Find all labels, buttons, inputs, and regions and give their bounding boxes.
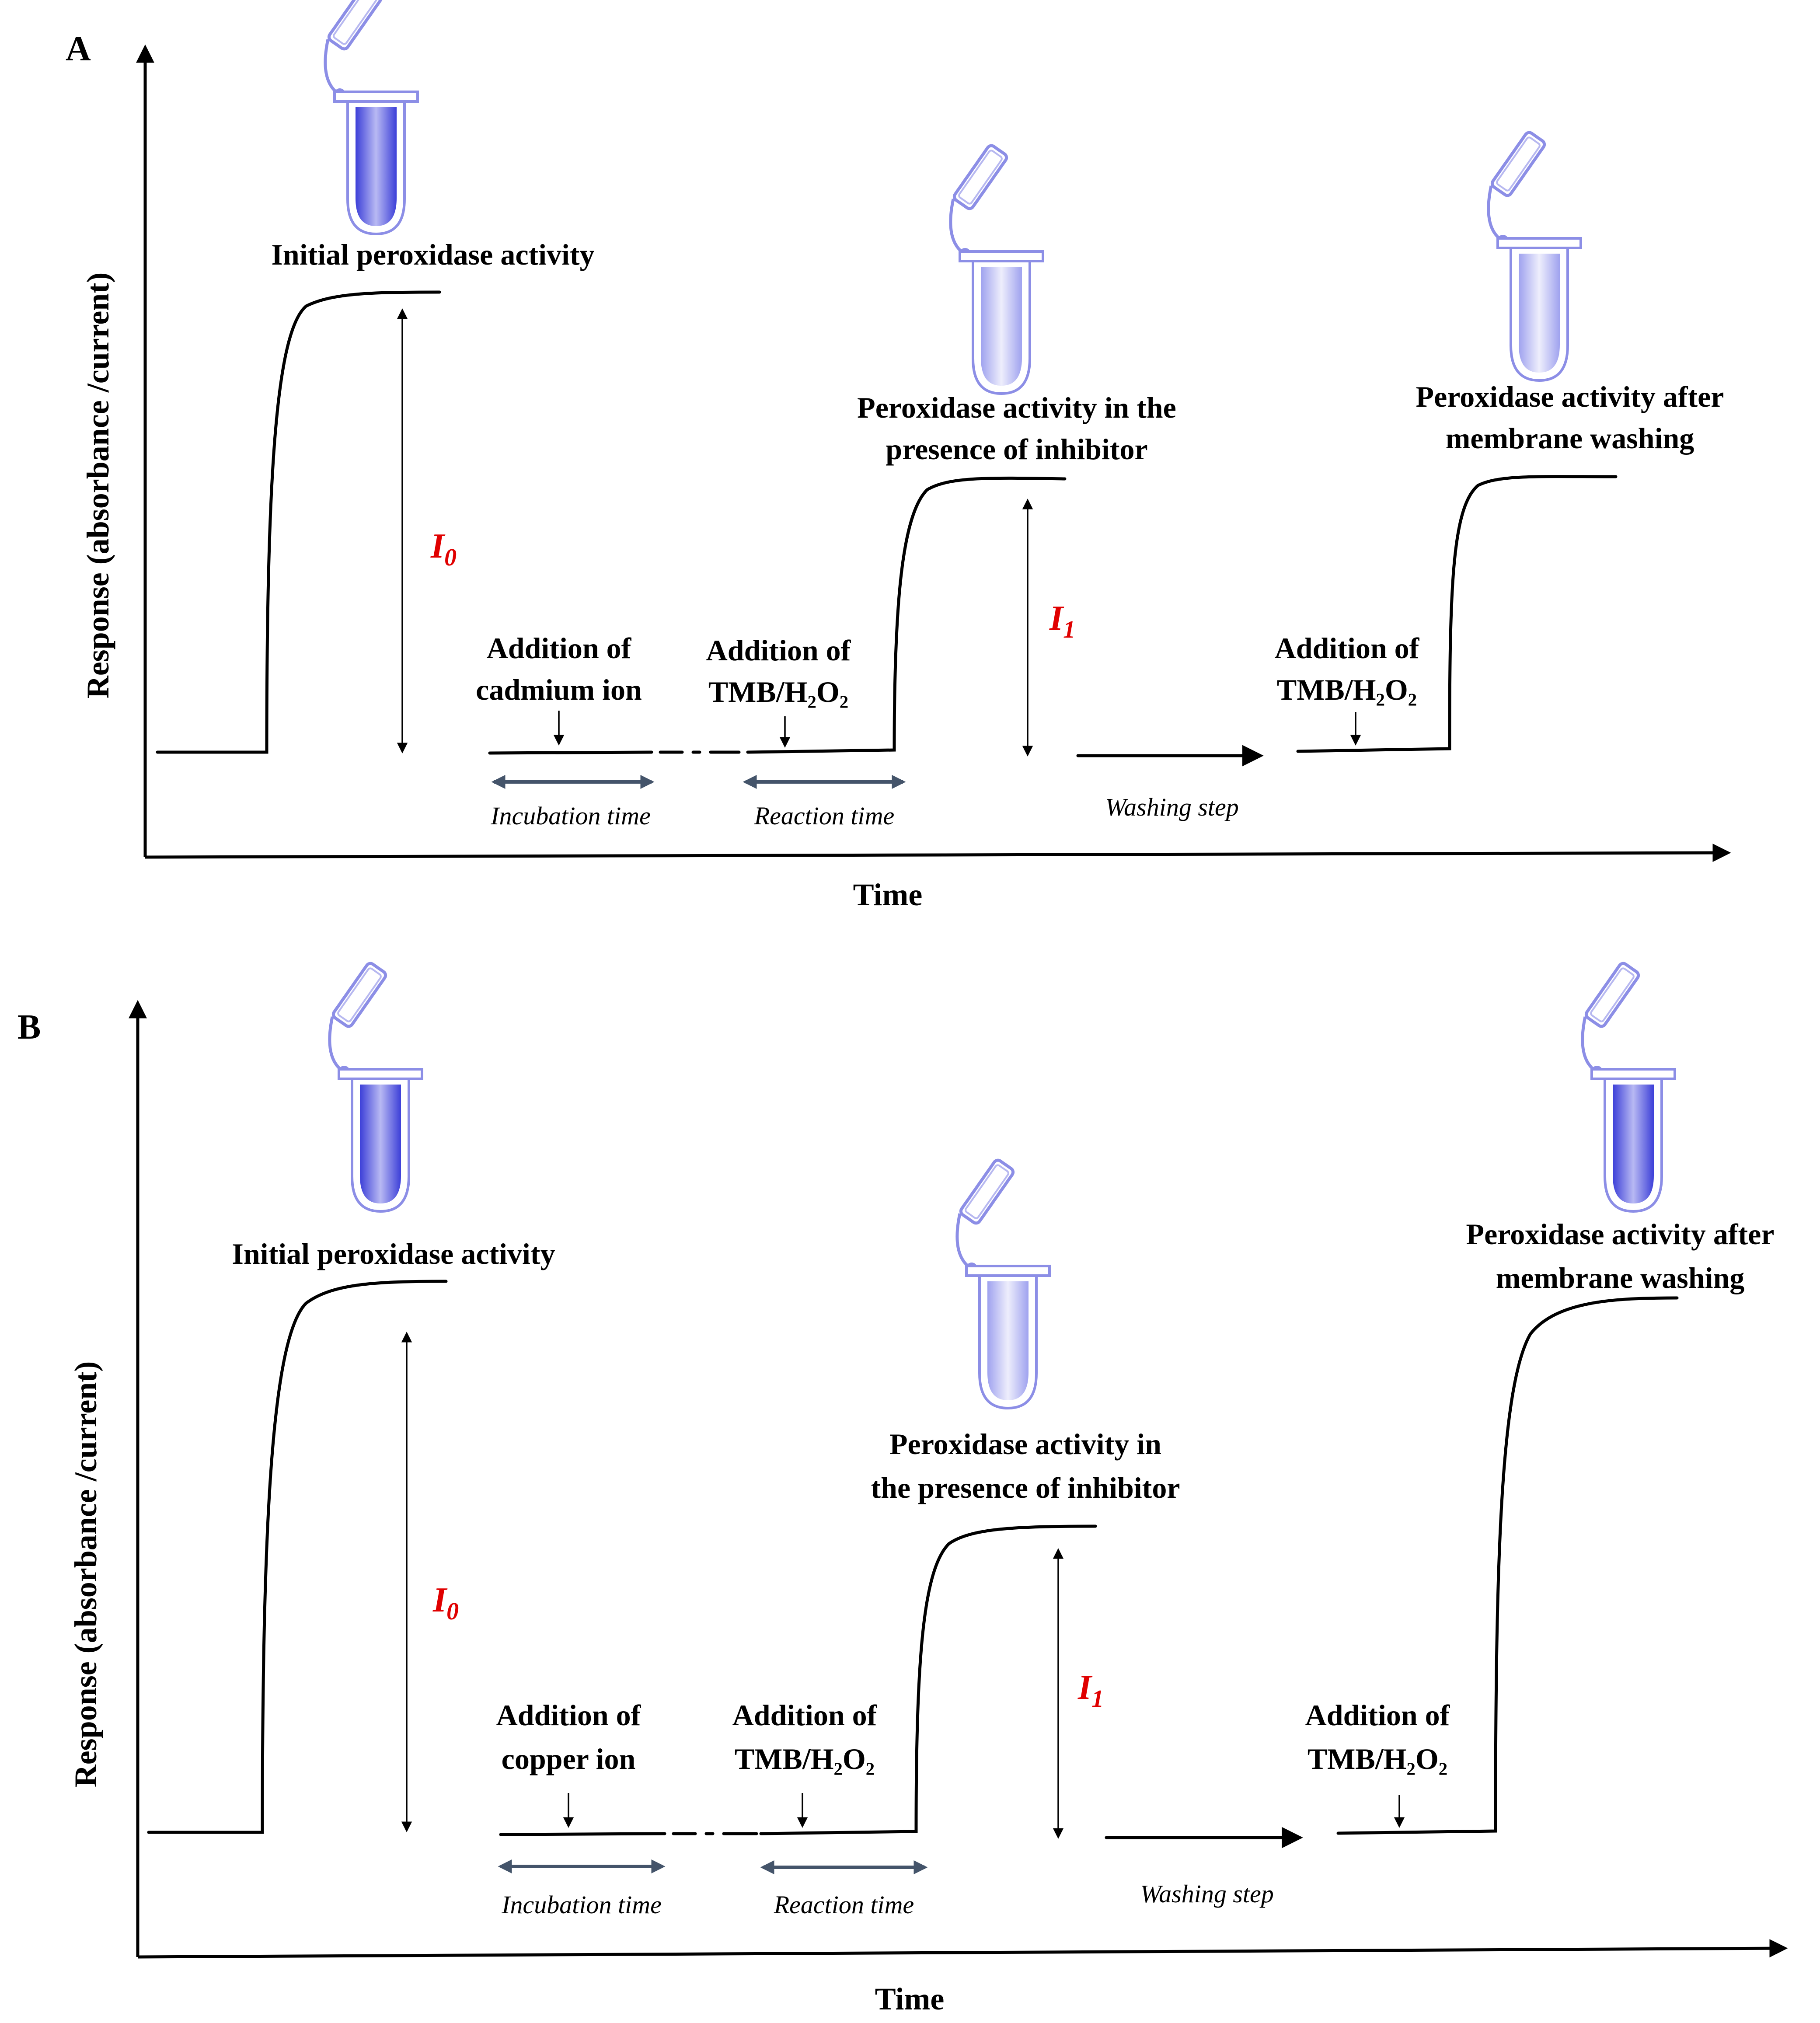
washed-activity-label-2: membrane washing	[1446, 422, 1694, 455]
ion-addition-label-2: copper ion	[502, 1742, 636, 1775]
inhibited-activity-curve	[746, 476, 1067, 754]
inhibited-activity-curve	[759, 1524, 1097, 1835]
y-axis-label: Response (absorbance /current)	[80, 272, 115, 699]
panel-a: A Response (absorbance /current) Time I0…	[66, 0, 1731, 912]
panel-b: B Response (absorbance /current) Time I0…	[17, 962, 1788, 2016]
initial-activity-curve	[156, 290, 441, 754]
i1-label: I1	[1049, 599, 1075, 643]
tube-icon-washed	[1489, 131, 1581, 380]
tmb-addition-label-2: TMB/H₂O₂	[735, 1742, 875, 1775]
i1-label: I1	[1077, 1668, 1104, 1713]
tmb-addition-2-label-1: Addition of	[1305, 1699, 1450, 1732]
y-axis-label: Response (absorbance /current)	[68, 1361, 103, 1788]
tmb-addition-2-label-2: TMB/H₂O₂	[1277, 673, 1417, 706]
initial-activity-label: Initial peroxidase activity	[232, 1237, 555, 1270]
washing-step-label: Washing step	[1140, 1880, 1274, 1908]
incubation-baseline	[499, 1832, 666, 1836]
washed-activity-label-1: Peroxidase activity after	[1466, 1217, 1775, 1251]
reaction-time-label: Reaction time	[774, 1890, 914, 1919]
reaction-time-label: Reaction time	[754, 802, 895, 830]
tube-icon-initial	[330, 962, 422, 1211]
incubation-time-label: Incubation time	[501, 1890, 662, 1919]
incubation-time-label: Incubation time	[490, 802, 651, 830]
washed-activity-curve	[1296, 475, 1618, 753]
tmb-addition-label-1: Addition of	[732, 1699, 878, 1732]
panel-letter: A	[66, 30, 91, 68]
tube-icon-inhibited	[951, 144, 1043, 394]
washing-step-label: Washing step	[1105, 793, 1239, 821]
tmb-addition-label-2: TMB/H₂O₂	[708, 675, 848, 708]
x-axis	[137, 1939, 1788, 1959]
washed-activity-label-2: membrane washing	[1496, 1261, 1745, 1294]
i0-label: I0	[430, 527, 457, 571]
inhibited-activity-label-2: presence of inhibitor	[886, 433, 1147, 466]
tube-icon-washed	[1583, 962, 1675, 1211]
initial-activity-label: Initial peroxidase activity	[271, 238, 594, 271]
inhibited-activity-label-2: the presence of inhibitor	[871, 1471, 1180, 1504]
x-axis	[145, 844, 1731, 862]
tmb-addition-label-1: Addition of	[706, 634, 851, 667]
tmb-addition-2-label-1: Addition of	[1275, 631, 1420, 665]
i0-label: I0	[432, 1581, 459, 1625]
inhibited-activity-label-1: Peroxidase activity in the	[857, 391, 1176, 424]
washed-activity-curve	[1336, 1296, 1679, 1835]
x-axis-label: Time	[853, 877, 923, 912]
tmb-addition-2-label-2: TMB/H₂O₂	[1307, 1742, 1447, 1775]
panel-letter: B	[17, 1008, 41, 1046]
ion-addition-label-2: cadmium ion	[476, 673, 642, 706]
initial-activity-curve	[147, 1280, 448, 1834]
tube-icon-initial	[325, 0, 418, 234]
incubation-baseline	[488, 750, 653, 755]
ion-addition-label-1: Addition of	[496, 1699, 642, 1732]
inhibited-activity-label-1: Peroxidase activity in	[889, 1427, 1161, 1461]
ion-addition-label-1: Addition of	[487, 631, 632, 665]
washed-activity-label-1: Peroxidase activity after	[1416, 380, 1724, 413]
tube-icon-inhibited	[957, 1158, 1049, 1408]
x-axis-label: Time	[875, 1981, 945, 2016]
